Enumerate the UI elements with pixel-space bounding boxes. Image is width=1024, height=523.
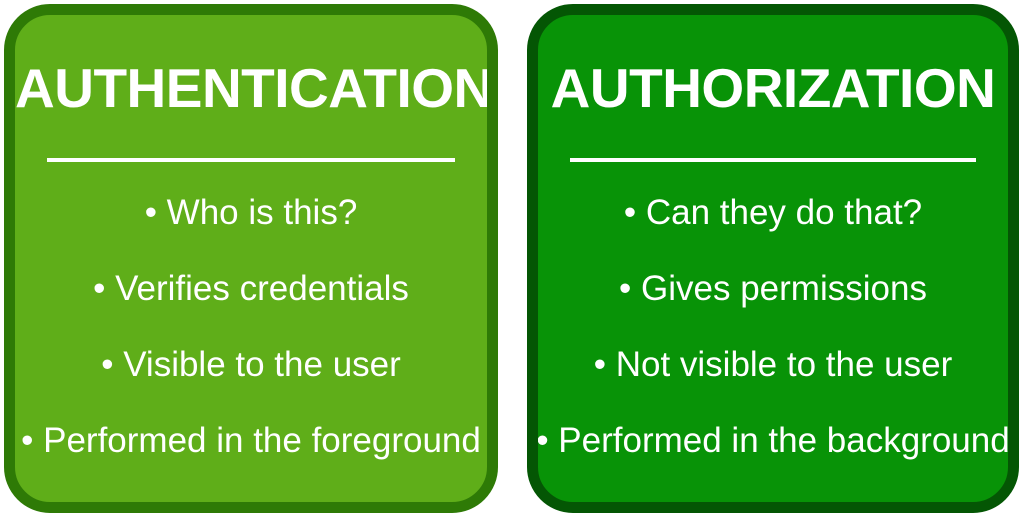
bullet-item-label: Performed in the background: [558, 421, 1010, 460]
card-authorization-divider: [570, 158, 976, 162]
bullet-item: • Not visible to the user: [538, 327, 1008, 403]
bullet-item-label: Gives permissions: [641, 269, 927, 308]
card-authentication: AUTHENTICATION • Who is this? • Verifies…: [4, 4, 498, 513]
bullet-item: • Gives permissions: [538, 251, 1008, 327]
bullet-dot-icon: •: [144, 193, 167, 232]
bullet-item-label: Verifies credentials: [115, 269, 409, 308]
bullet-dot-icon: •: [593, 345, 616, 384]
bullet-item-label: Not visible to the user: [615, 345, 953, 384]
bullet-item-label: Who is this?: [166, 193, 358, 232]
card-authorization-bullet-list: • Can they do that? • Gives permissions …: [536, 175, 1010, 479]
bullet-item-label: Performed in the foreground: [43, 421, 481, 460]
bullet-item: • Can they do that?: [538, 175, 1008, 251]
bullet-dot-icon: •: [93, 269, 116, 308]
bullet-item: • Performed in the foreground: [15, 403, 487, 479]
card-authentication-divider: [47, 158, 455, 162]
card-authorization: AUTHORIZATION • Can they do that? • Give…: [527, 4, 1019, 513]
bullet-item-label: Can they do that?: [645, 193, 923, 232]
bullet-item: • Who is this?: [15, 175, 487, 251]
bullet-dot-icon: •: [536, 421, 559, 460]
bullet-item: • Verifies credentials: [15, 251, 487, 327]
bullet-item: • Performed in the background: [536, 403, 1010, 479]
card-authentication-bullet-list: • Who is this? • Verifies credentials • …: [15, 175, 487, 479]
bullet-dot-icon: •: [619, 269, 642, 308]
card-authentication-content: AUTHENTICATION • Who is this? • Verifies…: [15, 15, 487, 502]
bullet-dot-icon: •: [21, 421, 44, 460]
card-authorization-content: AUTHORIZATION • Can they do that? • Give…: [538, 15, 1008, 502]
card-authorization-title: AUTHORIZATION: [550, 57, 996, 119]
bullet-dot-icon: •: [101, 345, 124, 384]
bullet-item: • Visible to the user: [15, 327, 487, 403]
card-authentication-title: AUTHENTICATION: [15, 57, 493, 119]
bullet-item-label: Visible to the user: [123, 345, 401, 384]
bullet-dot-icon: •: [623, 193, 646, 232]
